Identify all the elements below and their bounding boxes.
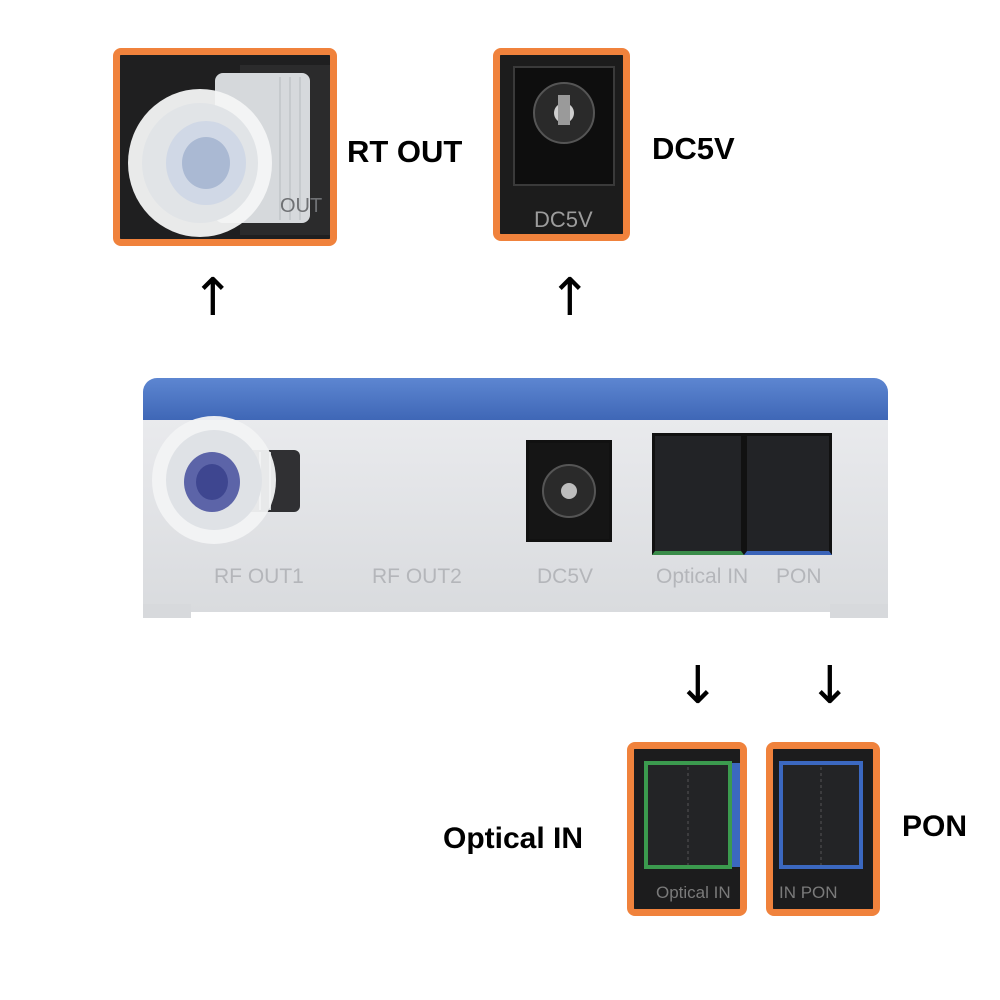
dc-jack-icon	[542, 464, 596, 518]
dc-jack-closeup-icon	[500, 55, 623, 234]
rf-out-inner-text: OUT	[280, 195, 323, 217]
pon-port-closeup-icon	[773, 749, 873, 909]
rf-out1-silk-label: RF OUT1	[214, 565, 304, 588]
optical-in-silk-label: Optical IN	[656, 565, 749, 588]
dc5v-jack	[526, 440, 612, 542]
dc5v-silk-label: DC5V	[537, 565, 594, 588]
dc5v-callout-frame: DC5V	[493, 48, 630, 241]
pon-label: PON	[902, 810, 968, 843]
optical-in-callout-frame: Optical IN	[627, 742, 747, 916]
pon-callout-frame: IN PON	[766, 742, 880, 916]
rf-connector-closeup-icon	[120, 55, 330, 239]
optical-in-inner-text: Optical IN	[656, 883, 731, 902]
optical-port-closeup-icon	[634, 749, 740, 909]
up-arrow-icon: ↑	[191, 268, 235, 328]
device-top-cover	[143, 378, 888, 424]
rf-out2-silk-label: RF OUT2	[372, 565, 462, 588]
pon-port	[744, 433, 832, 555]
rf-out-label: RT OUT	[347, 134, 463, 169]
down-arrow-icon: ↓	[676, 656, 720, 716]
dc5v-inner-text: DC5V	[534, 207, 593, 232]
up-arrow-icon: ↑	[548, 268, 592, 328]
optical-in-port	[652, 433, 744, 555]
device-foot-right	[830, 604, 888, 618]
dc5v-label: DC5V	[652, 131, 735, 166]
pon-silk-label: PON	[776, 565, 822, 588]
down-arrow-icon: ↓	[808, 656, 852, 716]
device-foot-left	[143, 604, 191, 618]
rf-out1-connector-icon	[152, 416, 300, 544]
optical-in-label: Optical IN	[443, 822, 584, 855]
pon-inner-text: IN PON	[779, 883, 838, 902]
rf-out-callout-frame: OUT	[113, 48, 337, 246]
